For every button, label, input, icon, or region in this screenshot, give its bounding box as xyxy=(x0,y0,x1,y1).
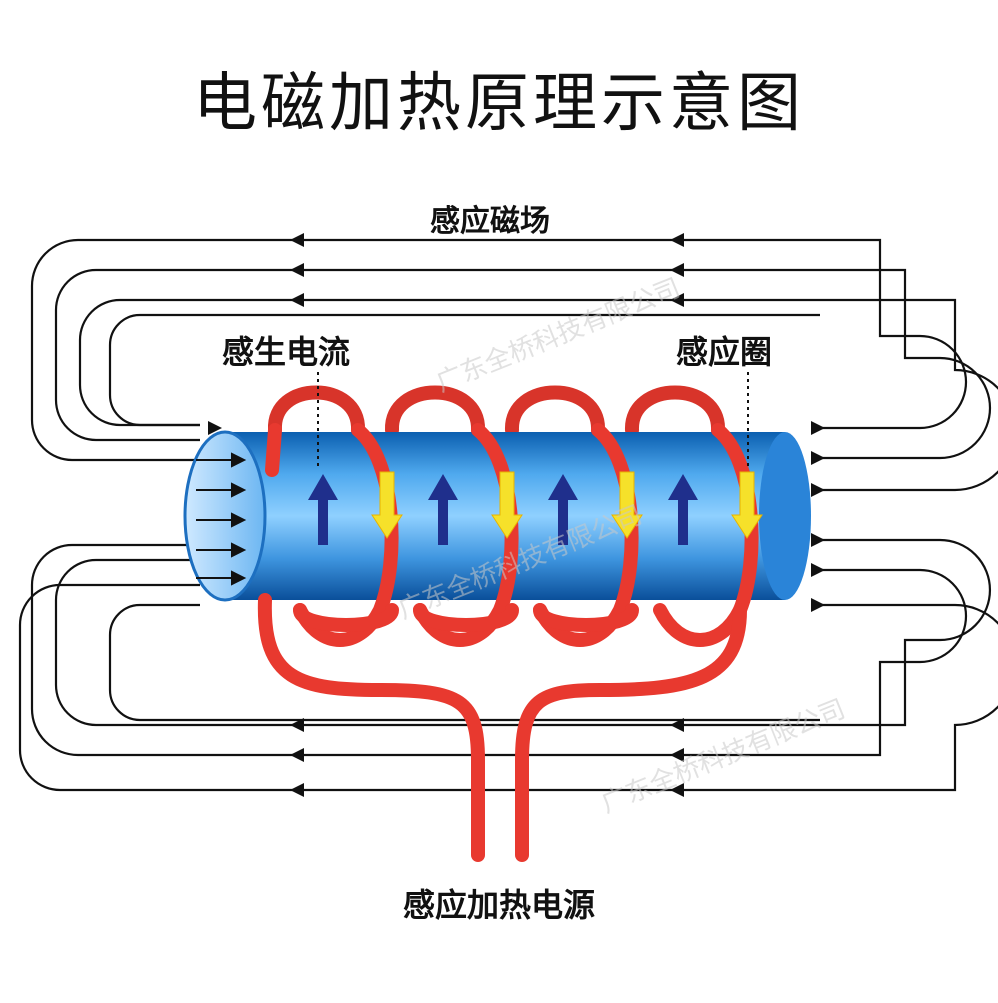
tube-inner-field-lines xyxy=(196,452,247,586)
field-line xyxy=(18,583,998,792)
current-arrow-up xyxy=(548,474,578,545)
current-arrow-up xyxy=(668,474,698,545)
field-line xyxy=(108,313,820,427)
coil-front xyxy=(257,423,759,862)
coil-current-arrows xyxy=(371,471,763,539)
page-title: 电磁加热原理示意图 xyxy=(193,67,805,141)
induced-current-arrows xyxy=(308,474,698,545)
current-arrow-up xyxy=(428,474,458,545)
coil-back xyxy=(268,385,726,437)
label-induced-current: 感生电流 xyxy=(222,333,351,371)
field-line xyxy=(78,298,998,492)
field-lines-upper xyxy=(30,238,998,492)
current-arrow-down xyxy=(371,471,403,539)
current-arrow-down xyxy=(491,471,523,539)
label-power-supply: 感应加热电源 xyxy=(402,886,595,924)
field-line xyxy=(54,538,992,727)
label-magnetic-field: 感应磁场 xyxy=(430,204,550,239)
current-arrow-up xyxy=(308,474,338,545)
leader-lines xyxy=(317,372,749,470)
field-line xyxy=(108,603,820,722)
field-line xyxy=(54,268,992,460)
field-line xyxy=(30,238,968,462)
label-induction-coil: 感应圈 xyxy=(676,333,773,371)
current-arrow-down xyxy=(611,471,643,539)
current-arrow-down xyxy=(731,471,763,539)
